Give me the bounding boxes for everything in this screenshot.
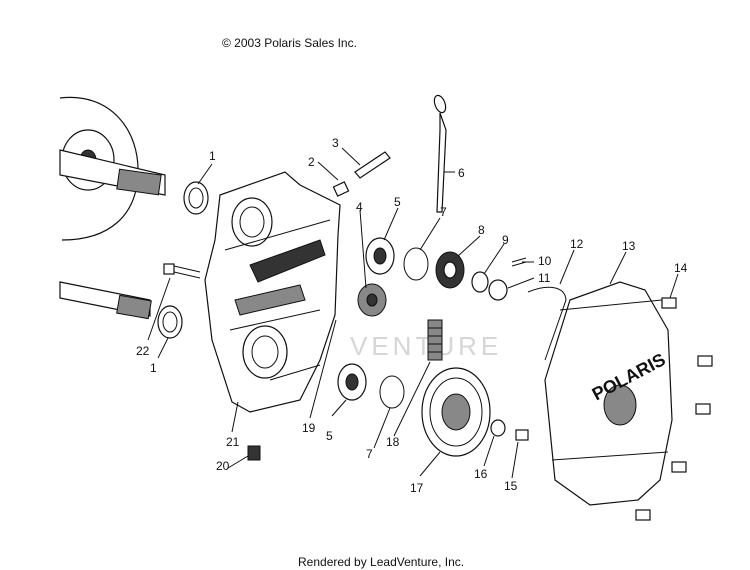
chaincase-housing — [204, 171, 341, 413]
callout-7-upper: 7 — [440, 205, 447, 219]
cotter-pin-10 — [511, 257, 527, 267]
callout-1-upper: 1 — [209, 149, 216, 163]
copyright-text: © 2003 Polaris Sales Inc. — [222, 36, 357, 50]
callout-5-upper: 5 — [394, 195, 401, 209]
footer-credit: Rendered by LeadVenture, Inc. — [298, 555, 464, 569]
callout-5-lower: 5 — [326, 429, 333, 443]
bearing-5-lower — [337, 363, 367, 401]
leader-lines — [147, 147, 679, 479]
callout-18: 18 — [386, 435, 400, 449]
dipstick-6 — [433, 94, 447, 213]
tensioner-4 — [357, 283, 387, 317]
callout-labels: 1 2 3 4 5 6 7 8 9 10 11 12 13 14 22 1 21… — [136, 136, 688, 495]
callout-1-lower: 1 — [150, 361, 157, 375]
callout-8: 8 — [478, 223, 485, 237]
callout-22: 22 — [136, 344, 150, 358]
cover-bolts-14 — [635, 297, 713, 521]
callout-4: 4 — [356, 200, 363, 214]
oil-seal-lower — [157, 305, 183, 339]
gasket-12 — [527, 286, 567, 361]
callout-2: 2 — [308, 155, 315, 169]
bolt-22 — [163, 263, 201, 279]
callout-20: 20 — [216, 459, 230, 473]
callout-16: 16 — [474, 467, 488, 481]
callout-14: 14 — [674, 261, 688, 275]
input-shaft — [59, 281, 152, 320]
callout-17: 17 — [410, 481, 424, 495]
oil-seal-upper — [183, 181, 209, 215]
callout-21: 21 — [226, 435, 240, 449]
oil-seal-lower-inner — [162, 311, 178, 333]
washer-16 — [490, 419, 506, 437]
callout-7-lower: 7 — [366, 447, 373, 461]
bolt-2 — [332, 181, 350, 197]
bolt-15 — [515, 429, 529, 441]
nut-11 — [488, 279, 508, 301]
snap-ring-7-upper — [403, 247, 429, 281]
callout-10: 10 — [538, 254, 552, 268]
snap-ring-7-lower — [379, 375, 405, 409]
watermark: VENTURE — [350, 331, 502, 361]
callout-19: 19 — [302, 421, 316, 435]
sprocket-8 — [435, 251, 465, 289]
pin-3 — [354, 151, 391, 179]
callout-3: 3 — [332, 136, 339, 150]
chaincase-cover-13: POLARIS — [544, 281, 673, 506]
callout-15: 15 — [504, 479, 518, 493]
callout-9: 9 — [502, 233, 509, 247]
callout-11: 11 — [538, 271, 551, 285]
oil-seal-upper-inner — [188, 187, 204, 209]
callout-6: 6 — [458, 166, 465, 180]
bearing-5-upper — [365, 237, 395, 275]
drive-clutch-sheave — [59, 96, 166, 241]
gear-17 — [421, 367, 491, 457]
drain-plug-20 — [247, 445, 261, 461]
washer-9 — [471, 271, 489, 293]
callout-12: 12 — [570, 237, 584, 251]
callout-13: 13 — [622, 239, 636, 253]
chain-18 — [427, 319, 443, 361]
